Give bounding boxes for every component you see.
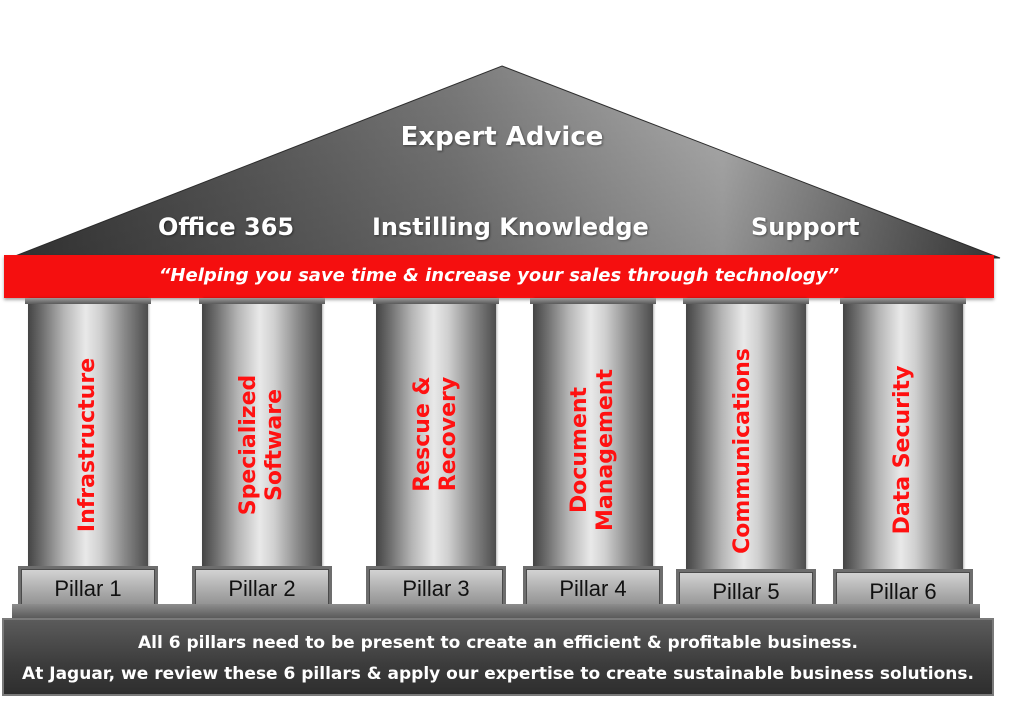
pillar-1-column	[25, 298, 151, 569]
pillar-4-label: Document Management	[567, 369, 618, 531]
pillar-3-label: Rescue & Recovery	[410, 376, 461, 492]
pillar-3-column	[373, 298, 499, 569]
pillar-4-column	[530, 298, 656, 569]
pillar-2-column	[199, 298, 325, 569]
pillar-2-base: Pillar 2	[195, 569, 329, 609]
pillar-5-label: Communications	[730, 348, 755, 554]
slogan-banner: “Helping you save time & increase your s…	[4, 255, 994, 298]
roof-label-instilling-knowledge: Instilling Knowledge	[372, 213, 649, 241]
plinth-step	[12, 604, 980, 618]
pillar-3-base: Pillar 3	[369, 569, 503, 609]
pillar-6-column	[840, 298, 966, 573]
slogan-text: “Helping you save time & increase your s…	[158, 265, 840, 286]
pillar-6-label: Data Security	[890, 365, 915, 535]
pillar-1-base: Pillar 1	[21, 569, 155, 609]
foundation-text-line-2: At Jaguar, we review these 6 pillars & a…	[22, 664, 974, 684]
pillar-5-column	[683, 298, 809, 573]
foundation-text-line-1: All 6 pillars need to be present to crea…	[138, 633, 858, 653]
pillar-2-label: Specialized Software	[236, 374, 287, 516]
roof-label-support: Support	[751, 213, 860, 241]
roof-title: Expert Advice	[400, 122, 604, 152]
pillar-1-label: Infrastructure	[75, 357, 100, 533]
roof-label-office365: Office 365	[158, 213, 295, 241]
pillar-4-base: Pillar 4	[526, 569, 660, 609]
foundation-plinth: All 6 pillars need to be present to crea…	[2, 618, 994, 696]
